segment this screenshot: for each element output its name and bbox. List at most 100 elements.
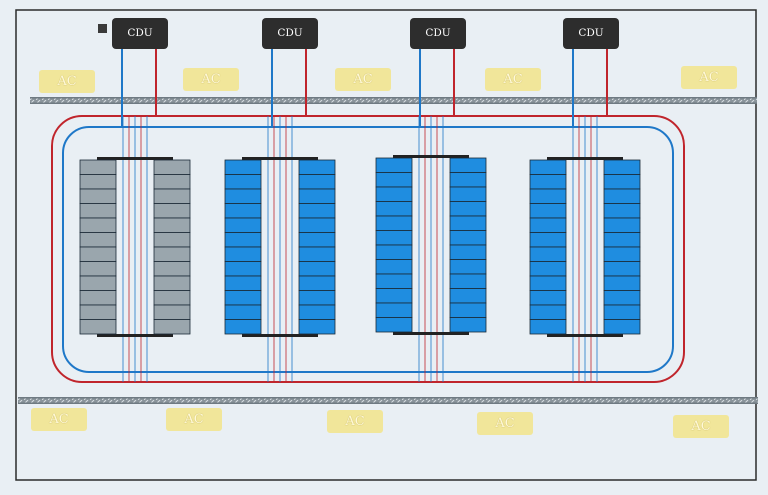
top-wall — [30, 97, 757, 104]
rack-unit — [449, 186, 487, 202]
rack-unit — [603, 275, 641, 291]
bottom-manifold — [547, 334, 623, 337]
rack-unit — [449, 201, 487, 217]
top-manifold — [97, 157, 173, 160]
rack-unit — [529, 174, 567, 190]
rack-unit — [449, 172, 487, 188]
rack-unit — [224, 275, 262, 291]
rack-unit — [298, 159, 336, 175]
rack-unit — [298, 217, 336, 233]
rack-unit — [603, 188, 641, 204]
rack-unit — [153, 217, 191, 233]
rack-unit — [375, 186, 413, 202]
rack-unit — [224, 232, 262, 248]
rack-unit — [603, 217, 641, 233]
rack-unit — [153, 159, 191, 175]
rack-unit — [79, 232, 117, 248]
rack-unit — [449, 302, 487, 318]
rack-unit — [153, 246, 191, 262]
room-frame — [15, 9, 757, 481]
bottom-manifold — [97, 334, 173, 337]
rack-unit — [153, 275, 191, 291]
rack-unit — [153, 261, 191, 277]
rack-unit — [375, 259, 413, 275]
rack-unit — [79, 203, 117, 219]
rack-unit — [79, 159, 117, 175]
rack-unit — [298, 304, 336, 320]
rack-unit — [449, 288, 487, 304]
rack-unit — [603, 304, 641, 320]
rack-unit — [298, 188, 336, 204]
rack-unit — [449, 157, 487, 173]
rack-unit — [375, 230, 413, 246]
rack-unit — [529, 203, 567, 219]
rack-unit — [529, 261, 567, 277]
rack-unit — [298, 319, 336, 335]
return-loop — [62, 126, 674, 373]
rack-unit — [298, 261, 336, 277]
rack-unit — [375, 244, 413, 260]
rack-unit — [375, 157, 413, 173]
rack-unit — [529, 188, 567, 204]
rack-unit — [529, 304, 567, 320]
rack-unit — [298, 203, 336, 219]
rack-unit — [224, 217, 262, 233]
rack-unit — [79, 174, 117, 190]
rack-unit — [449, 273, 487, 289]
rack-unit — [224, 261, 262, 277]
rack-unit — [375, 273, 413, 289]
top-manifold — [242, 157, 318, 160]
rack-unit — [79, 261, 117, 277]
rack-unit — [298, 174, 336, 190]
rack-unit — [153, 304, 191, 320]
rack-unit — [529, 217, 567, 233]
rack-unit — [79, 290, 117, 306]
rack-unit — [603, 159, 641, 175]
rack-unit — [529, 232, 567, 248]
rack-unit — [603, 232, 641, 248]
rack-unit — [375, 215, 413, 231]
rack-unit — [224, 159, 262, 175]
rack-unit — [224, 319, 262, 335]
rack-unit — [449, 244, 487, 260]
rack-unit — [79, 188, 117, 204]
rack-unit — [449, 259, 487, 275]
rack-unit — [79, 304, 117, 320]
top-manifold — [547, 157, 623, 160]
rack-unit — [603, 319, 641, 335]
rack-unit — [153, 203, 191, 219]
rack-unit — [79, 319, 117, 335]
rack-unit — [153, 319, 191, 335]
rack-unit — [79, 246, 117, 262]
rack-unit — [224, 203, 262, 219]
rack-unit — [375, 172, 413, 188]
rack-unit — [375, 288, 413, 304]
top-manifold — [393, 155, 469, 158]
rack-unit — [529, 246, 567, 262]
rack-unit — [298, 246, 336, 262]
rack-unit — [603, 203, 641, 219]
supply-loop — [51, 115, 685, 383]
rack-unit — [449, 230, 487, 246]
rack-unit — [603, 290, 641, 306]
rack-unit — [449, 215, 487, 231]
bottom-manifold — [393, 332, 469, 335]
rack-unit — [298, 290, 336, 306]
bottom-manifold — [242, 334, 318, 337]
rack-unit — [224, 304, 262, 320]
rack-unit — [375, 302, 413, 318]
rack-unit — [79, 217, 117, 233]
rack-unit — [603, 246, 641, 262]
bottom-wall — [18, 397, 758, 404]
rack-unit — [375, 317, 413, 333]
rack-unit — [603, 261, 641, 277]
rack-unit — [375, 201, 413, 217]
rack-unit — [298, 232, 336, 248]
rack-unit — [224, 246, 262, 262]
rack-unit — [298, 275, 336, 291]
rack-unit — [153, 232, 191, 248]
rack-unit — [603, 174, 641, 190]
rack-unit — [529, 319, 567, 335]
